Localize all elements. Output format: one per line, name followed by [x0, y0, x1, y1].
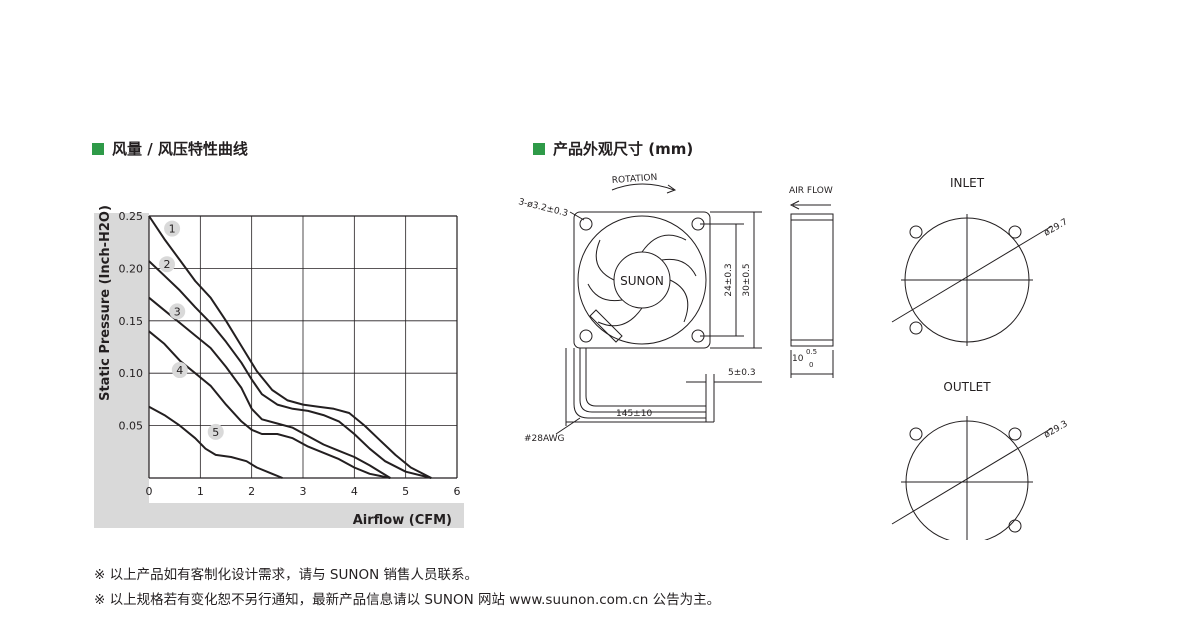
outlet-label: OUTLET	[943, 380, 991, 394]
dimension-drawing: 3-ø3.2±0.3 ROTATION AIR FLOW SUNON 24±0.…	[517, 173, 1070, 540]
fan-opening	[577, 215, 707, 345]
drawing-section-title: 产品外观尺寸 (mm)	[533, 138, 693, 159]
inlet-diameter-label: ø29.7	[1043, 217, 1070, 238]
x-axis-label: Airflow (CFM)	[353, 513, 452, 528]
x-tick-label: 5	[402, 485, 409, 498]
mount-hole-icon	[909, 321, 923, 335]
airflow-label: AIR FLOW	[789, 186, 833, 196]
y-tick-label: 0.10	[119, 367, 144, 380]
outlet-diameter-leader	[891, 427, 1053, 525]
rotation-arrow-icon	[611, 183, 675, 191]
x-tick-label: 2	[248, 485, 255, 498]
chart-plot-background	[149, 213, 464, 503]
inlet-diameter-leader	[891, 225, 1053, 323]
dim-24-label: 24±0.3	[724, 263, 734, 296]
curve-marker-5	[207, 423, 224, 440]
curve-2	[148, 260, 432, 479]
y-tick-label: 0.05	[119, 420, 144, 433]
chart-section-title: 风量 / 风压特性曲线	[92, 138, 248, 159]
curve-label-3: 3	[174, 305, 181, 318]
x-tick-label: 1	[197, 485, 204, 498]
curve-marker-2	[158, 256, 175, 273]
drawing-section-title-text: 产品外观尺寸 (mm)	[553, 140, 694, 158]
mount-hole-icon	[909, 225, 923, 239]
note-line-2: ※ 以上规格若有变化恕不另行通知，最新产品信息请以 SUNON 网站 www.s…	[94, 592, 721, 608]
dim-30-label: 30±0.5	[742, 263, 752, 296]
curve-label-2: 2	[163, 258, 170, 271]
dim-10-tol-plus: 0.5	[806, 348, 817, 356]
fan-frame	[573, 211, 711, 349]
mount-hole-icon	[1008, 519, 1022, 533]
curve-3	[148, 296, 391, 479]
note-line-1: ※ 以上产品如有客制化设计需求，请与 SUNON 销售人员联系。	[94, 567, 478, 583]
x-tick-label: 3	[300, 485, 307, 498]
y-axis-label: Static Pressure (Inch-H2O)	[98, 205, 113, 401]
mount-hole-icon	[1008, 427, 1022, 441]
green-square-icon	[92, 143, 104, 155]
fan-blades-icon	[587, 234, 697, 327]
y-tick-label: 0.25	[119, 210, 144, 223]
mount-hole-icon	[909, 427, 923, 441]
dim-10-tol-minus: 0	[809, 361, 813, 369]
chart-section-title-text: 风量 / 风压特性曲线	[112, 140, 248, 158]
curve-4	[148, 330, 391, 479]
wire-gauge-label: #28AWG	[524, 434, 565, 444]
curve-label-1: 1	[169, 223, 176, 236]
wire-3	[573, 348, 706, 419]
rotation-label: ROTATION	[612, 173, 658, 186]
wire-1	[585, 348, 706, 407]
wire-2	[579, 348, 706, 413]
x-tick-label: 4	[351, 485, 358, 498]
fan-side-view	[790, 213, 834, 347]
outlet-diameter-label: ø29.3	[1043, 419, 1070, 440]
mount-hole-icon	[579, 329, 593, 343]
curve-marker-4	[171, 362, 188, 379]
hole-spec-label: 3-ø3.2±0.3	[517, 197, 569, 219]
curve-1	[148, 215, 432, 479]
dim-5-label: 5±0.3	[728, 368, 756, 378]
y-tick-label: 0.20	[119, 262, 144, 275]
dim-145-label: 145±10	[616, 409, 652, 419]
x-tick-label: 6	[454, 485, 461, 498]
curve-label-5: 5	[212, 426, 219, 439]
y-tick-label: 0.15	[119, 315, 144, 328]
pq-chart: 0 1 2 3 4 5 6 0.05 0.10 0.15 0.20 0.25 1 2 3 4 5 Static…	[94, 205, 464, 528]
mount-hole-icon	[1008, 225, 1022, 239]
curve-marker-1	[164, 220, 181, 237]
x-tick-label: 0	[146, 485, 153, 498]
green-square-icon	[533, 143, 545, 155]
inlet-label: INLET	[950, 176, 985, 190]
curve-label-4: 4	[176, 364, 183, 377]
brand-logo-text: SUNON	[620, 274, 664, 288]
dim-10-label: 10	[792, 354, 804, 364]
curve-marker-3	[169, 303, 186, 320]
wire-strain-relief	[589, 309, 623, 343]
curve-5	[148, 405, 283, 479]
mount-hole-icon	[579, 217, 593, 231]
